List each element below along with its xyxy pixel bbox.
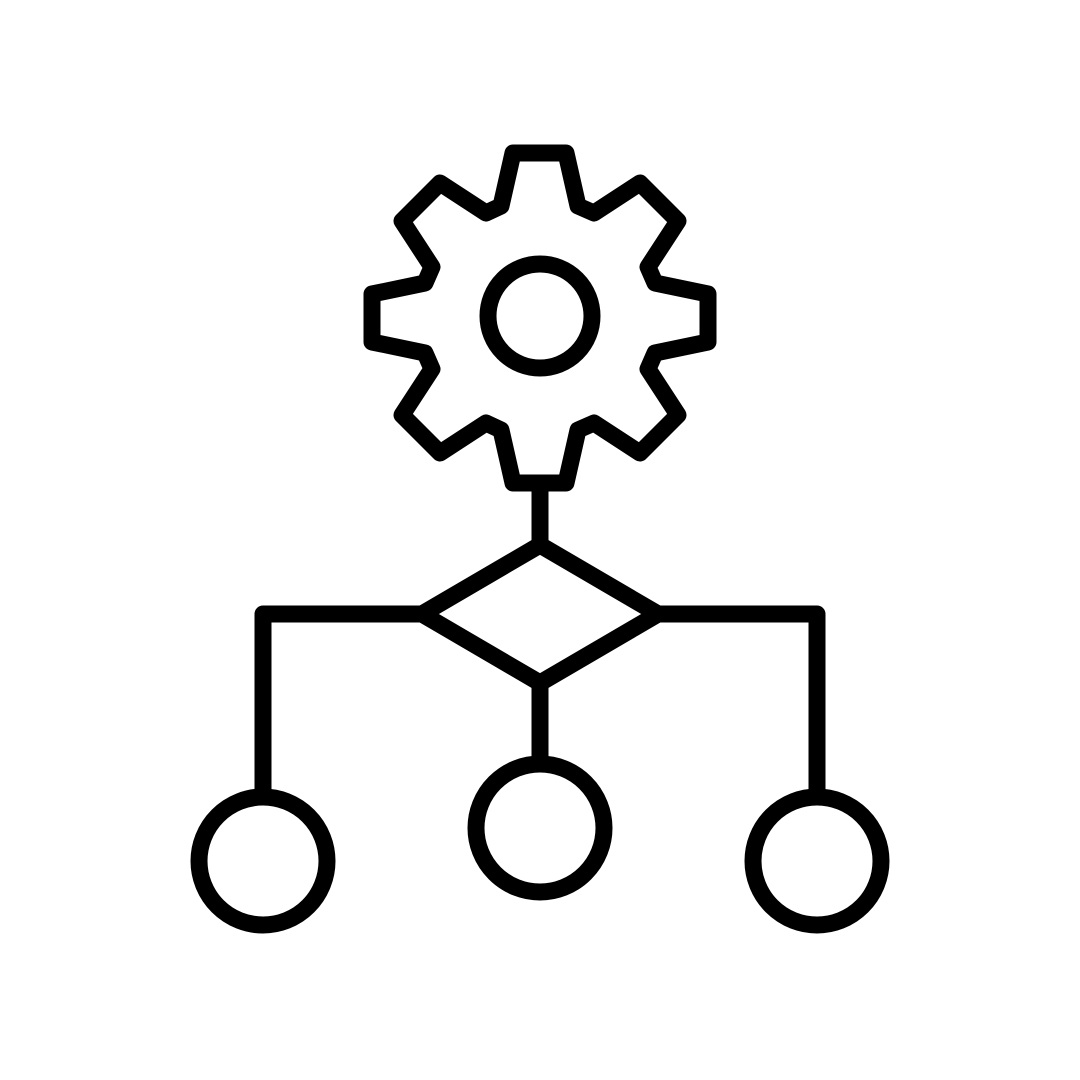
output-node-center (467, 755, 613, 901)
output-node-right (744, 788, 890, 934)
output-node-left (190, 788, 336, 934)
gear-hub (479, 255, 601, 377)
branch-left (254, 605, 431, 804)
gear-outline (363, 144, 717, 492)
gear-icon (363, 144, 717, 492)
branch-right (649, 605, 826, 804)
